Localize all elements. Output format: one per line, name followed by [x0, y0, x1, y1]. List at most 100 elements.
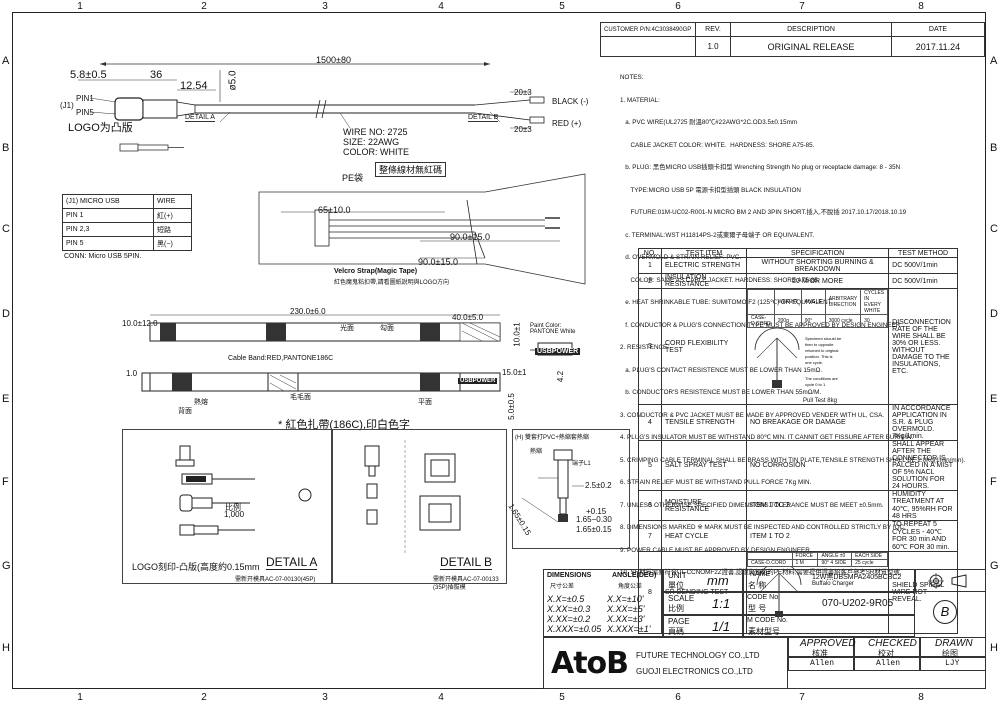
detail-b-pins: (35P)插拔模: [433, 585, 466, 591]
zone-label: F: [990, 476, 997, 488]
zone-label: 4: [438, 1, 444, 12]
pin-cell: 短路: [153, 222, 192, 237]
note-line: b. PLUG: 黑色MICRO USB插頭卡扣型 Wrenching Stre…: [620, 164, 901, 171]
test-item: HEAT CYCLE: [661, 520, 747, 552]
detail-a-scale-value: 1,000: [224, 510, 245, 519]
label-hook: 勾面: [380, 325, 394, 332]
zone-label: A: [2, 55, 10, 67]
test-no: 7: [638, 520, 662, 552]
bend-val: 1 M: [791, 559, 819, 567]
tolerance: X.XX=±0.3: [547, 604, 591, 614]
logo-note: LOGO为凸版: [68, 122, 133, 134]
pin-cell: PIN 1: [61, 208, 155, 223]
test-spec: NO BREAKAGE OR DAMAGE: [745, 404, 890, 441]
test-method: TO REPEAT 5 CYCLES - 40℃ FOR 30 min AND …: [888, 520, 958, 552]
note-line: 1. MATERIAL:: [620, 96, 660, 104]
wire-size: SIZE: 22AWG: [343, 137, 400, 147]
test-row: 7 HEAT CYCLE ITEM 1 TO 2 TO REPEAT 5 CYC…: [638, 520, 958, 552]
blank-cell: [600, 36, 696, 57]
rev-header: REV.: [695, 22, 731, 37]
flex-val: CASE-D.CORD: [747, 314, 775, 328]
angle-cn: 角度公差: [618, 584, 643, 590]
dim-90b: 90.0±15.0: [418, 257, 458, 267]
flex-test-diagram: Specimen should be then to opposite retu…: [754, 327, 842, 388]
dim-phi5: ø5.0: [227, 70, 239, 91]
test-method: DC 500V/1min: [888, 273, 958, 289]
test-row: 2 INSULATION RESISTANCE 20 M/OR MORE DC …: [638, 273, 958, 289]
paint-label: Paint Color: PANTONE White: [530, 323, 576, 335]
flex-col: ARBITRARY DIRECTION: [824, 289, 862, 315]
label-hair-side: 毛毛面: [290, 394, 311, 401]
dim-65: 65±10.0: [318, 205, 351, 215]
bend-val: 25 cycle: [851, 559, 889, 567]
unit-value: mm: [707, 573, 729, 588]
tolerance: X.XX=±0.2: [547, 614, 591, 624]
conn-note: CONN: Micro USB 5PIN.: [64, 253, 142, 260]
scale-value: 1:1: [712, 596, 731, 611]
company-cell: [543, 637, 788, 689]
unit-cell: [663, 569, 743, 592]
checked-by: Allen: [876, 659, 901, 668]
test-item: CORD FLEXIBILITY TEST: [661, 288, 747, 405]
zone-label: A: [990, 55, 998, 67]
scale-cn: 比例: [668, 604, 684, 613]
unit-label: UNIT: [668, 571, 687, 580]
name-label: NAME: [750, 571, 771, 578]
company-name-2: GUOJI ELECTRONICS CO.,LTD: [636, 667, 753, 676]
test-no: 5: [638, 440, 662, 491]
mcode-label: M CODE No.: [747, 617, 788, 624]
red-band-note: * 紅色扎帶(186C),印白色字: [278, 419, 411, 431]
band-dim-10b: 10.0±1: [512, 322, 522, 347]
pin5-label: PIN5: [76, 108, 94, 117]
wire-color: COLOR: WHITE: [343, 147, 410, 157]
unit-cn: 單位: [668, 581, 684, 590]
test-spec: NO CORROSION: [745, 440, 890, 491]
dim-20a: 20±3: [514, 88, 532, 97]
flex-val: 30: [860, 314, 889, 328]
dim-20b: 20±3: [514, 125, 532, 134]
cable-band-drawing: [141, 314, 573, 392]
drawn-cn: 绘图: [942, 649, 958, 658]
flex-val: 90°: [800, 314, 826, 328]
heat-title: (H) 雙套打PVC+熱縮套熱縮: [515, 435, 589, 441]
zone-label: D: [2, 308, 10, 320]
zone-label: 8: [918, 1, 924, 12]
pin-cell: PIN 5: [61, 236, 155, 251]
description-value: ORIGINAL RELEASE: [730, 36, 892, 57]
flex-col: WEIGHT: [773, 289, 802, 315]
heat-dim-1: 2.5±0.2: [585, 481, 612, 490]
bend-val: CASE-D.CORD: [747, 559, 793, 567]
product-sub: Buffalo Charger: [812, 581, 854, 587]
heat-label-side: 端子L1: [572, 461, 591, 467]
svg-text:position. This is: position. This is: [805, 354, 833, 359]
test-col-no: NO.: [638, 248, 662, 258]
detail-a-tag: DETAIL A: [185, 114, 215, 122]
test-no: 2: [638, 273, 662, 289]
page-cn: 頁碼: [668, 627, 684, 636]
flex-val: 200g: [773, 314, 802, 328]
heat-shrink-drawing: [521, 449, 584, 523]
test-method: DISCONNECTION RATE OF THE WIRE SHALL BE …: [888, 288, 958, 405]
dimensions-label: DIMENSIONS: [547, 572, 592, 579]
detail-a-scale-label: 比例: [225, 503, 241, 512]
code-value: 070-U202-9R05: [822, 598, 894, 609]
checked-cell: [854, 637, 920, 657]
band-print-text-2: USBPOWER: [458, 378, 498, 384]
test-spec: 20 M/OR MORE: [745, 273, 890, 289]
zone-label: 5: [559, 1, 565, 12]
bundle-title: 整條線材無紅碼: [375, 162, 447, 177]
drawn-by-cell: [920, 657, 986, 671]
tolerance: X.XXX=±0.05: [547, 624, 602, 634]
pin-col: (J1) MICRO USB: [61, 194, 155, 209]
band-dim-5: 5.0±0.5: [506, 393, 516, 420]
zone-label: 8: [918, 692, 924, 703]
page-label: PAGE: [668, 617, 690, 626]
approved-by-cell: [788, 657, 854, 671]
code-cell: [743, 592, 915, 615]
zone-label: 6: [675, 692, 681, 703]
bend-subtable: FORCE ANGLE ±0 EACH SIDE CASE-D.CORD 1 M…: [747, 552, 889, 567]
note-line: a. PVC WIRE(UL2725 耐溫80℃#22AWG*2C.OD3.5±…: [620, 119, 798, 126]
company-name-1: FUTURE TECHNOLOGY CO.,LTD: [636, 651, 760, 660]
pin-col: WIRE: [153, 194, 192, 209]
